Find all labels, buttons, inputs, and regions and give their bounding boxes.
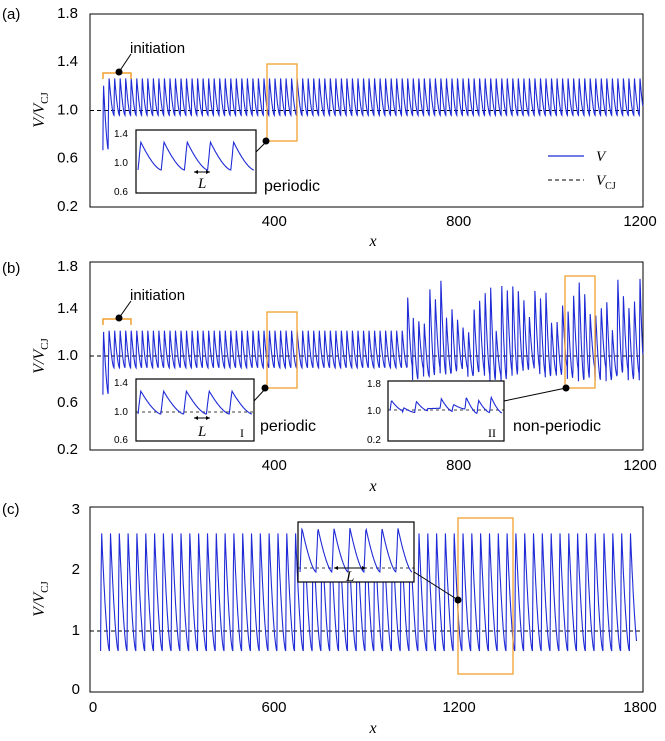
panel-a-inset-frame [135, 129, 257, 194]
panel-b-inset-II-label: II [488, 426, 496, 440]
panel-b-inset-I-wave [137, 389, 253, 415]
panel-c-x-ticks: 0 600 1200 1800 [89, 699, 657, 716]
panel-a-x-ticks: 400 800 1200 [262, 213, 657, 230]
panel-b-x-axis-label: x [368, 478, 376, 495]
panel-a-inset-L-marker: L [197, 176, 206, 192]
panel-a-inset: 1.4 1.0 0.6 L [114, 129, 257, 198]
panel-b-xtick-label: 400 [262, 457, 287, 474]
panel-b-inset-I-ytick: 1.0 [114, 407, 128, 418]
legend-label-V: V [596, 149, 607, 165]
panel-b-y-ticks: 0.2 0.6 1.0 1.4 1.8 [57, 258, 78, 458]
panel-c-inset-leader-marker [454, 596, 462, 604]
panel-a-xtick-label: 400 [262, 213, 287, 230]
panel-a-inset-leader-marker [262, 137, 270, 145]
panel-a-initiation-leader [118, 53, 132, 73]
panel-b-initiation-text: initiation [130, 287, 185, 304]
panel-c-ytick-label: 3 [72, 501, 80, 518]
panel-b-inset-I: 1.4 1.0 0.6 L I [114, 378, 255, 446]
panel-a-inset-ytick: 1.4 [114, 129, 128, 140]
panel-b-inset-II-frame [387, 380, 505, 442]
panel-b-inset-II-leader [503, 387, 567, 402]
panel-b-inset-II-ytick: 1.8 [367, 379, 381, 390]
panel-b-highlight-box-periodic [266, 311, 298, 389]
panel-c-y-axis-label: V/VCJ [31, 580, 51, 616]
panel-b-velocity-series [102, 278, 644, 395]
panel-b-inset-I-leader-marker [261, 384, 269, 392]
panel-c-xtick-label: 600 [261, 699, 286, 716]
panel-b-inset-I-frame [135, 378, 255, 442]
panel-a-x-axis-label: x [368, 233, 376, 250]
panel-b-xtick-label: 800 [446, 457, 471, 474]
panel-a-ytick-label: 1.8 [57, 5, 78, 22]
panel-b-inset-II: 1.8 1.0 0.2 II [367, 379, 505, 446]
panel-b-x-ticks: 400 800 1200 [262, 457, 657, 474]
panel-a-ytick-label: 1.4 [57, 53, 78, 70]
panel-b-ytick-label: 1.8 [57, 258, 78, 275]
panel-b-inset-I-arrowhead [194, 416, 210, 420]
panel-b-inset-I-label: I [240, 426, 244, 440]
panel-c-xtick-label: 1800 [623, 699, 656, 716]
panel-c-inset-arrowhead [334, 566, 366, 570]
panel-a-y-axis-label: V/VCJ [31, 91, 51, 127]
legend-label-VCJ: VCJ [596, 173, 616, 192]
panel-c-y-ticks: 0 1 2 3 [72, 501, 80, 698]
panel-b-inset-II-ytick: 1.0 [367, 406, 381, 417]
panel-a-label: (a) [2, 6, 20, 23]
panel-b-initiation-marker [115, 314, 123, 322]
panel-a-inset-ytick: 0.6 [114, 187, 128, 198]
panel-c-ytick-label: 2 [72, 561, 80, 578]
panel-a-legend: V VCJ [548, 149, 616, 192]
panel-b-periodic-text: periodic [260, 418, 316, 435]
panel-c-xtick-label: 0 [89, 699, 97, 716]
panel-a-periodic-text: periodic [264, 178, 320, 195]
panel-c-inset-wave [299, 527, 413, 574]
panel-c-plot-frame [89, 506, 644, 693]
panel-c-label: (c) [2, 501, 20, 518]
panel-c-xtick-label: 1200 [442, 699, 475, 716]
panel-a-inset-arrowhead [194, 170, 210, 174]
panel-a-initiation-marker [115, 68, 123, 76]
panel-c-velocity-series [100, 533, 638, 652]
panel-a-highlight-box [266, 63, 298, 142]
panel-b-label: (b) [2, 260, 20, 277]
panel-b-inset-II-ytick: 0.2 [367, 435, 381, 446]
panel-a-velocity-series [102, 78, 644, 151]
panel-c-x-axis-label: x [368, 720, 376, 737]
panel-a-ytick-label: 0.6 [57, 150, 78, 167]
panel-a-inset-wave [137, 140, 255, 171]
panel-b: (b) 0.2 0.6 1.0 1.4 1.8 400 800 1200 x V… [2, 258, 657, 495]
panel-b-nonperiodic-text: non-periodic [513, 418, 601, 435]
panel-b-inset-II-leader-marker [562, 384, 570, 392]
panel-a-ytick-label: 0.2 [57, 198, 78, 215]
panel-b-inset-II-wave [389, 395, 503, 415]
panel-c-highlight-box [457, 517, 514, 675]
panel-c: (c) 0 1 2 3 0 600 1200 1800 x V/VCJ L [2, 501, 657, 737]
panel-b-ytick-label: 1.0 [57, 347, 78, 364]
panel-c-ytick-label: 0 [72, 681, 80, 698]
panel-a: (a) 0.2 0.6 1.0 1.4 1.8 400 800 1200 x V… [2, 5, 657, 250]
panel-b-highlight-box-nonperiodic [564, 275, 596, 389]
panel-c-ytick-label: 1 [72, 622, 80, 639]
panel-b-y-axis-label: V/VCJ [31, 337, 51, 373]
panel-c-inset: L [297, 521, 415, 585]
panel-b-inset-I-ytick: 1.4 [114, 378, 128, 389]
panel-b-ytick-label: 1.4 [57, 300, 78, 317]
panel-a-xtick-label: 800 [446, 213, 471, 230]
panel-b-inset-I-ytick: 0.6 [114, 435, 128, 446]
panel-a-xtick-label: 1200 [623, 213, 656, 230]
panel-b-inset-I-L-marker: L [197, 424, 206, 440]
panel-a-initiation-text: initiation [130, 40, 185, 57]
panel-a-ytick-label: 1.0 [57, 101, 78, 118]
panel-c-inset-leader [413, 571, 459, 601]
panel-c-inset-L-marker: L [345, 569, 354, 585]
panel-a-inset-ytick: 1.0 [114, 158, 128, 169]
panel-a-y-ticks: 0.2 0.6 1.0 1.4 1.8 [57, 5, 78, 215]
panel-b-ytick-label: 0.6 [57, 394, 78, 411]
panel-b-ytick-label: 0.2 [57, 441, 78, 458]
panel-b-xtick-label: 1200 [623, 457, 656, 474]
